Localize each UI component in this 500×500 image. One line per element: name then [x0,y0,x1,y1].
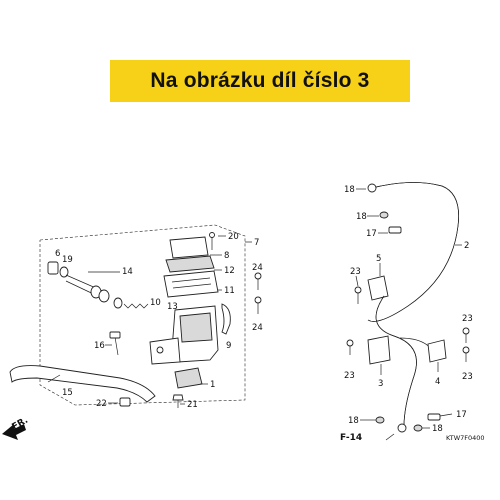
callout-7: 7 [254,238,259,248]
callout-20: 20 [228,232,239,242]
callout-18-low: 18 [348,416,359,426]
spring [123,303,149,309]
callout-24-a: 24 [252,263,263,273]
callout-10: 10 [150,298,161,308]
banner-title: Na obrázku díl číslo 3 [150,69,370,92]
brake-hose-2 [367,182,459,322]
joint-4 [427,339,447,363]
group-frame [39,224,246,406]
screw [209,232,215,238]
lever-bracket [149,337,181,365]
callout-23-d: 23 [462,372,473,382]
callout-11: 11 [224,286,235,296]
cap-plate [165,255,215,273]
holder [174,367,203,389]
arrow-left-icon [2,424,26,440]
callout-22: 22 [96,399,107,409]
diagram-code: KTW7F0400 [446,434,485,442]
callout-17-bottom: 17 [456,410,467,420]
callout-1: 1 [210,380,215,390]
callout-5: 5 [376,254,381,264]
master-cylinder-group [9,224,262,408]
callout-18-top: 18 [344,185,355,195]
callout-18-right: 18 [432,424,443,434]
banjo [367,183,377,193]
reservoir-cavity [179,312,213,343]
hose-group [346,182,470,441]
callout-17-top: 17 [366,229,377,239]
diaphragm [163,270,219,298]
bolt [119,397,131,407]
callout-3: 3 [378,379,383,389]
callout-9: 9 [226,341,231,351]
callout-labels: 20 7 8 12 11 24 24 9 10 13 14 6 19 16 15… [55,185,485,443]
callout-16: 16 [94,341,105,351]
reservoir-cap [169,236,209,259]
ref-f14: F-14 [340,433,362,443]
piston-kit [47,261,149,309]
callout-23-b: 23 [344,371,355,381]
callout-19: 19 [62,255,73,265]
callout-12: 12 [224,266,235,276]
clip [221,303,231,335]
front-direction: FR. [2,416,30,440]
callout-2: 2 [464,241,469,251]
joint-3 [367,335,391,365]
callout-14: 14 [122,267,133,277]
joint-5 [367,275,389,301]
highlight-banner: Na obrázku díl číslo 3 [110,60,410,102]
callout-15: 15 [62,388,73,398]
callout-21: 21 [187,400,198,410]
callout-8: 8 [224,251,229,261]
callout-13: 13 [167,302,178,312]
callout-23-c: 23 [462,314,473,324]
callout-4: 4 [435,377,440,387]
callout-23-a: 23 [350,267,361,277]
callout-24-b: 24 [252,323,263,333]
brake-lever [9,365,156,403]
bolt [388,226,402,234]
callout-18-mid: 18 [356,212,367,222]
callout-6: 6 [55,249,60,259]
